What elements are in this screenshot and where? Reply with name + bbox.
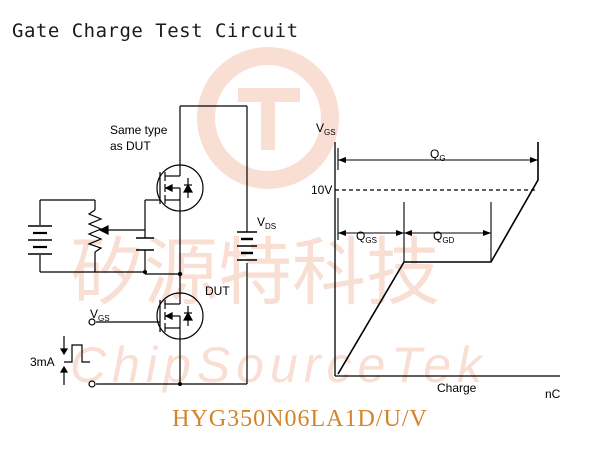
vgs-axis-label: VGS xyxy=(316,121,336,137)
charge-axis-label: Charge xyxy=(437,381,477,395)
terminal-circles xyxy=(88,318,96,388)
same-type-label-1: Same type xyxy=(110,123,168,137)
current-label: 3mA xyxy=(30,355,55,369)
pulse-source-icon xyxy=(59,336,90,385)
test-circuit xyxy=(39,105,248,385)
watermark: 矽源特科技 ChipSourceTek xyxy=(70,47,482,393)
part-number: HYG350N06LA1D/U/V xyxy=(172,406,428,432)
waveform-labels: VGS QG 10V QGS QGD Charge nC xyxy=(311,121,561,401)
watermark-logo xyxy=(197,47,339,189)
ten-volt-label: 10V xyxy=(311,183,332,197)
mosfet-same-type-icon xyxy=(156,155,204,220)
same-type-label-2: as DUT xyxy=(110,139,151,153)
battery-left-icon xyxy=(28,225,52,255)
vgs-label: VGS xyxy=(90,307,110,323)
dimension-arrowheads xyxy=(338,157,538,236)
qg-label: QG xyxy=(430,147,446,163)
dut-label: DUT xyxy=(205,284,230,298)
qgs-label: QGS xyxy=(356,229,377,245)
battery-vds-icon xyxy=(237,231,257,261)
qgd-label: QGD xyxy=(433,229,455,245)
circuit-labels: Same type as DUT DUT 3mA VDS VGS xyxy=(30,123,276,369)
nc-unit-label: nC xyxy=(545,387,561,401)
junction-dots xyxy=(143,270,183,386)
mosfet-dut-icon xyxy=(156,284,204,350)
figure-title: Gate Charge Test Circuit xyxy=(12,20,299,42)
waveform-axes xyxy=(334,142,560,377)
watermark-chinese: 矽源特科技 xyxy=(70,230,440,316)
vds-label: VDS xyxy=(257,215,276,231)
potentiometer-icon xyxy=(87,209,109,253)
capacitor-icon xyxy=(136,237,154,251)
